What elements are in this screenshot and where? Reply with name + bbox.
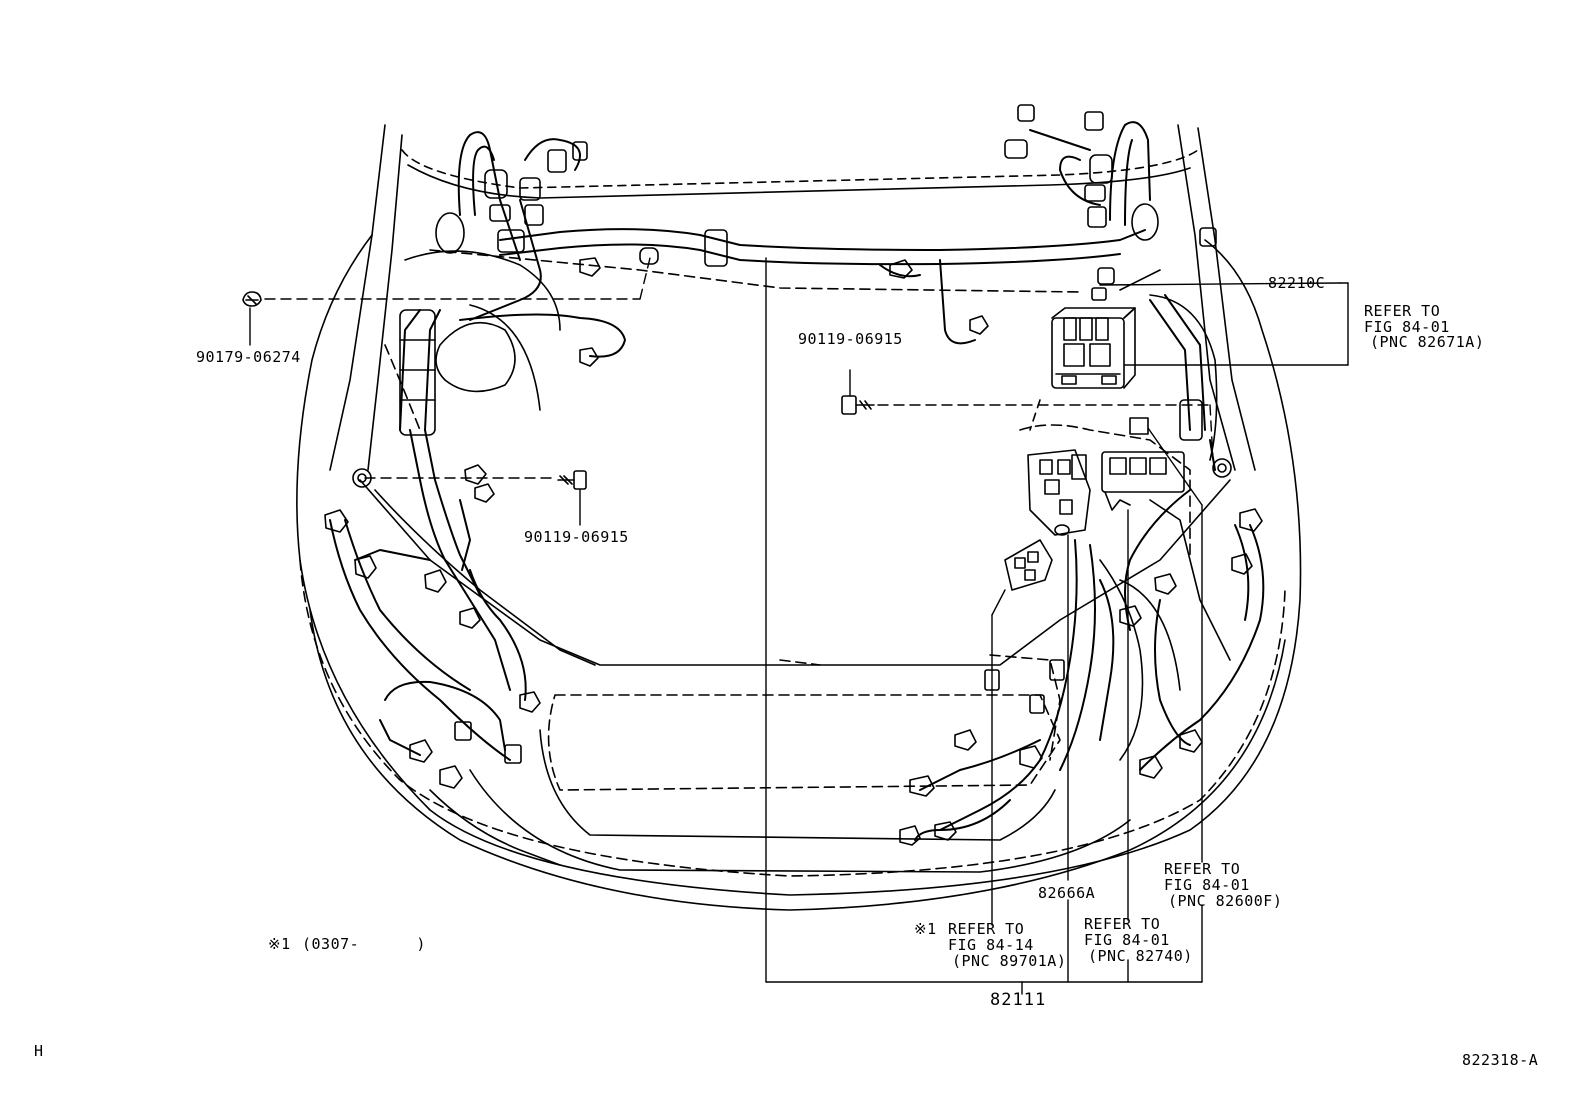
note1-refer-line-2: FIG 84-14	[948, 936, 1034, 954]
note1-refer-line-3: (PNC 89701A)	[952, 952, 1067, 970]
connector-shapes	[242, 104, 1263, 846]
relay2-refer-line-1: REFER TO	[1084, 915, 1161, 933]
clip-shape	[242, 291, 262, 307]
fuse-refer-line-1: REFER TO	[1164, 860, 1241, 878]
right-bolt-part-number: 90119-06915	[798, 330, 903, 348]
connector-part-number: 82666A	[1038, 884, 1096, 902]
relay-block-part-number: 82210C	[1268, 274, 1326, 292]
leader-lines	[249, 257, 1349, 995]
note1-refer-line-1: REFER TO	[948, 920, 1025, 938]
relay-refer-line-1: REFER TO	[1364, 302, 1441, 320]
vehicle-body-outline	[296, 124, 1302, 911]
harness-part-number: 82111	[990, 990, 1047, 1010]
relay2-refer-line-2: FIG 84-01	[1084, 931, 1170, 949]
relay-refer-line-3: (PNC 82671A)	[1370, 333, 1485, 351]
corner-letter: H	[34, 1042, 44, 1060]
footnote-range: (0307- )	[302, 935, 426, 953]
left-bolt-part-number: 90119-06915	[524, 528, 629, 546]
note1-mark: ※1	[914, 920, 937, 938]
fuse-refer-line-2: FIG 84-01	[1164, 876, 1250, 894]
bolt-shape	[557, 470, 587, 490]
clip-part-number: 90179-06274	[196, 348, 301, 366]
relay-refer-line-2: FIG 84-01	[1364, 318, 1450, 336]
wire-harness	[329, 121, 1265, 841]
fuse-refer-line-3: (PNC 82600F)	[1168, 892, 1283, 910]
bolt-shape	[841, 395, 875, 415]
figure-id: 822318-A	[1462, 1051, 1539, 1069]
relay2-refer-line-3: (PNC 82740)	[1088, 947, 1193, 965]
footnote-mark: ※1	[268, 935, 291, 953]
